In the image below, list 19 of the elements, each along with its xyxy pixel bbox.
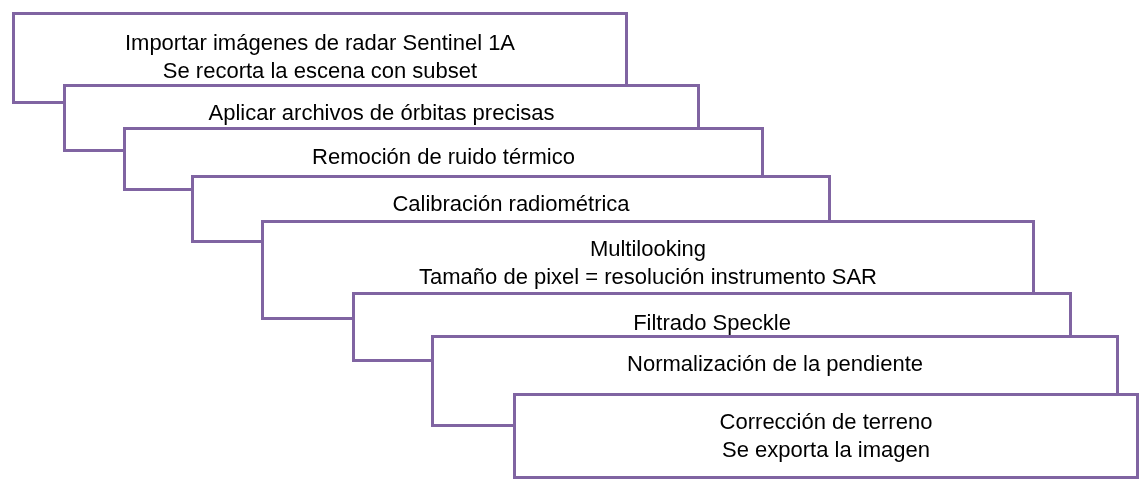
step-text: Aplicar archivos de órbitas precisas xyxy=(207,99,556,127)
process-box xyxy=(63,84,700,127)
step-text: Filtrado Speckle xyxy=(632,309,792,337)
step-text: Se recorta la escena con subset xyxy=(161,57,479,85)
process-box xyxy=(123,127,764,175)
process-box xyxy=(513,393,1139,479)
step-text: Normalización de la pendiente xyxy=(626,350,924,378)
step-text: Corrección de terreno xyxy=(718,408,934,436)
step-text: Tamaño de pixel = resolución instrumento SAR xyxy=(418,263,878,291)
process-box xyxy=(352,292,1072,335)
step-text: Remoción de ruido térmico xyxy=(311,143,576,171)
process-box xyxy=(261,220,1035,292)
step-text: Calibración radiométrica xyxy=(391,190,631,218)
step-text: Multilooking xyxy=(588,235,708,263)
process-box xyxy=(191,175,831,220)
step-text: Importar imágenes de radar Sentinel 1A xyxy=(123,29,517,57)
process-box xyxy=(431,335,1119,393)
process-box xyxy=(12,12,628,84)
step-text: Se exporta la imagen xyxy=(721,436,931,464)
